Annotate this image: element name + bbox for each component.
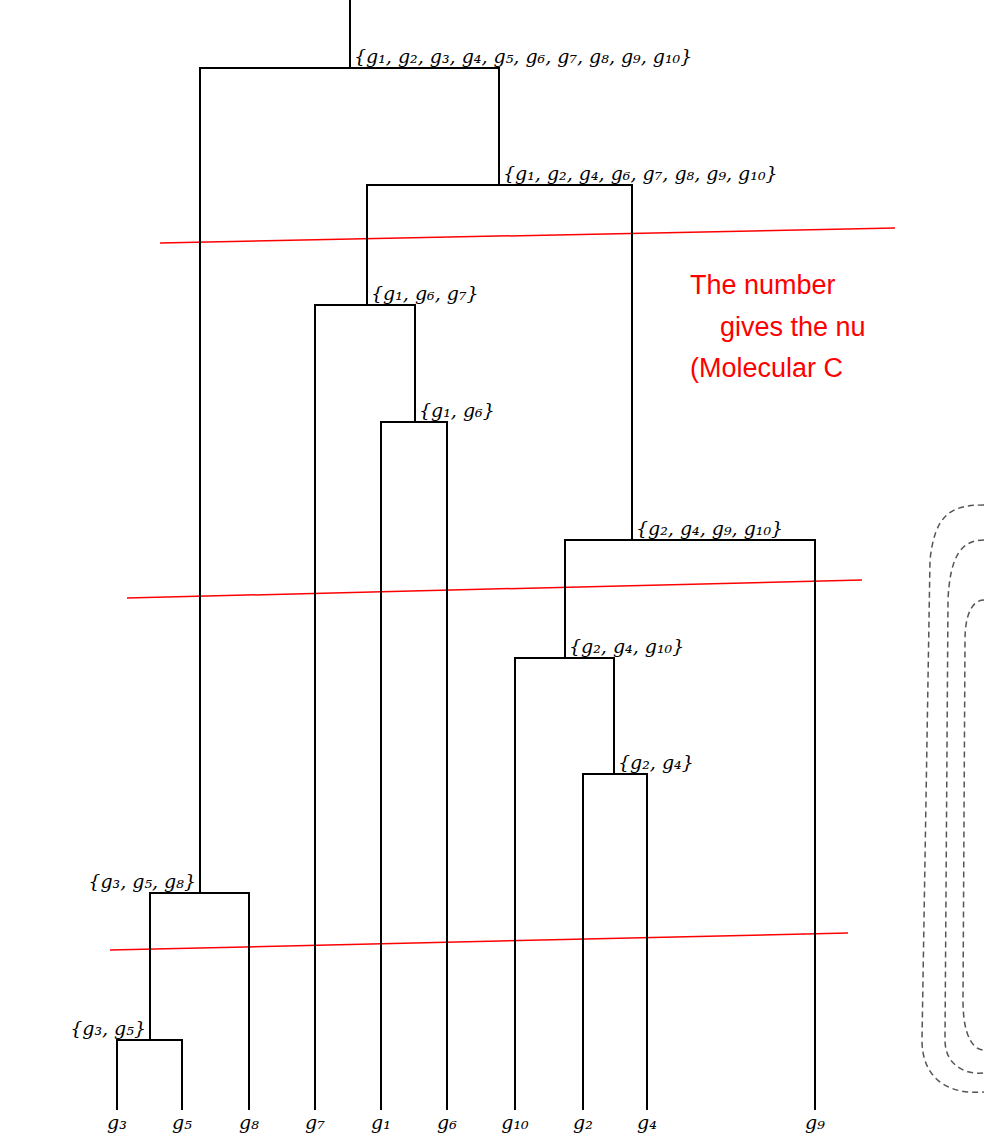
leaf-node: g₄ (635, 1110, 659, 1134)
leaf-label: g₃ (105, 1110, 129, 1134)
cluster-node: {g₃, g₅, g₈} (84, 869, 200, 893)
cluster-label: {g₂, g₄, g₁₀} (565, 634, 688, 658)
dendrogram-branch (367, 185, 499, 305)
dendrogram-branch (200, 893, 249, 1110)
dendrogram-branch (515, 658, 565, 1110)
dendrogram-branch (614, 774, 647, 1110)
leaf-node: g₅ (170, 1110, 194, 1134)
cluster-node: {g₂, g₄, g₉, g₁₀} (632, 516, 787, 540)
leaf-label: g₁ (369, 1110, 393, 1134)
dendrogram-branch (350, 68, 499, 185)
leaf-node: g₉ (803, 1110, 827, 1134)
leaf-label: g₁₀ (499, 1110, 530, 1134)
leaf-node: g₇ (303, 1110, 327, 1134)
cluster-label: {g₂, g₄} (614, 750, 698, 774)
annotation-text: (Molecular C (690, 352, 843, 384)
dendrogram-branch (150, 1040, 182, 1110)
leaf-label: g₉ (803, 1110, 827, 1134)
leaf-node: g₁₀ (499, 1110, 530, 1134)
dendrogram-branch (150, 893, 200, 1040)
dendrogram-branch (367, 305, 415, 422)
cluster-label: {g₁, g₂, g₃, g₄, g₅, g₆, g₇, g₈, g₉, g₁₀… (350, 44, 696, 68)
cluster-label: {g₃, g₅} (66, 1016, 150, 1040)
cluster-label: {g₃, g₅, g₈} (84, 869, 200, 893)
cluster-outline (922, 505, 984, 1092)
dendrogram-branch (117, 1040, 150, 1110)
leaf-label: g₅ (170, 1110, 194, 1134)
leaf-node: g₁ (369, 1110, 393, 1134)
leaf-label: g₄ (635, 1110, 659, 1134)
cluster-outline (945, 540, 984, 1073)
dendrogram-branch (315, 305, 367, 1110)
dendrogram-branch (499, 185, 632, 540)
cluster-node: {g₁, g₆} (415, 398, 499, 422)
leaf-label: g₂ (571, 1110, 595, 1134)
annotation-text: The number (690, 269, 836, 301)
leaf-label: g₇ (303, 1110, 327, 1134)
annotation-text: gives the nu (720, 311, 866, 343)
cluster-label: {g₁, g₆, g₇} (367, 281, 483, 305)
leaf-node: g₆ (435, 1110, 459, 1134)
dendrogram-branch (583, 774, 614, 1110)
dendrogram-branch (200, 68, 350, 893)
cluster-label: {g₁, g₆} (415, 398, 499, 422)
leaf-node: g₈ (237, 1110, 261, 1134)
root-stem (349, 0, 351, 68)
cluster-node: {g₁, g₆, g₇} (367, 281, 483, 305)
cut-line (160, 228, 895, 243)
leaf-label: g₈ (237, 1110, 261, 1134)
cluster-outline (963, 600, 984, 1050)
dendrogram-branch (381, 422, 415, 1110)
dendrogram-branch (415, 422, 447, 1110)
cut-line (127, 580, 862, 598)
cluster-node: {g₁, g₂, g₄, g₆, g₇, g₈, g₉, g₁₀} (499, 161, 782, 185)
leaf-node: g₃ (105, 1110, 129, 1134)
leaf-node: g₂ (571, 1110, 595, 1134)
dendrogram-branch (565, 658, 614, 774)
leaf-label: g₆ (435, 1110, 459, 1134)
cluster-node: {g₁, g₂, g₃, g₄, g₅, g₆, g₇, g₈, g₉, g₁₀… (350, 44, 696, 68)
cluster-label: {g₁, g₂, g₄, g₆, g₇, g₈, g₉, g₁₀} (499, 161, 782, 185)
cluster-node: {g₂, g₄} (614, 750, 698, 774)
cluster-label: {g₂, g₄, g₉, g₁₀} (632, 516, 787, 540)
dendrogram-branch (632, 540, 815, 1110)
cut-line (110, 933, 848, 950)
cluster-node: {g₂, g₄, g₁₀} (565, 634, 688, 658)
cluster-node: {g₃, g₅} (66, 1016, 150, 1040)
